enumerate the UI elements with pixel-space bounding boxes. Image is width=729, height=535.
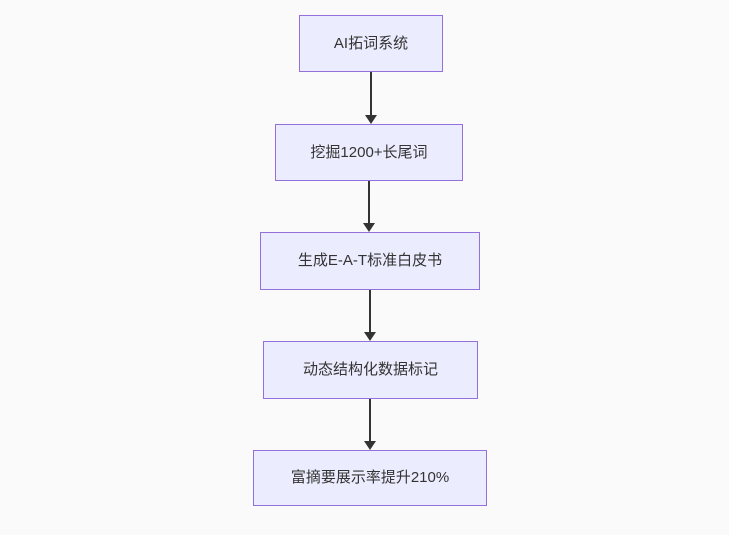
arrowhead-down-icon — [365, 115, 377, 124]
flow-edge-1 — [365, 72, 377, 124]
flow-node-longtail-mining: 挖掘1200+长尾词 — [275, 124, 463, 181]
flow-node-label: 生成E-A-T标准白皮书 — [297, 252, 443, 269]
arrowhead-down-icon — [363, 223, 375, 232]
arrowhead-down-icon — [364, 332, 376, 341]
edge-line — [369, 290, 371, 332]
flow-edge-4 — [364, 399, 376, 450]
flow-node-ai-keyword-system: AI拓词系统 — [299, 15, 443, 72]
arrowhead-down-icon — [364, 441, 376, 450]
flow-edge-3 — [364, 290, 376, 341]
flow-node-label: 富摘要展示率提升210% — [290, 469, 450, 486]
edge-line — [370, 72, 372, 115]
flow-edge-2 — [363, 181, 375, 232]
flow-node-eat-whitepaper: 生成E-A-T标准白皮书 — [260, 232, 480, 290]
flow-node-structured-data-markup: 动态结构化数据标记 — [263, 341, 478, 399]
edge-line — [369, 399, 371, 441]
flow-node-label: AI拓词系统 — [333, 34, 409, 52]
flow-node-label: 动态结构化数据标记 — [302, 361, 438, 378]
flow-node-label: 挖掘1200+长尾词 — [310, 143, 428, 161]
flow-node-rich-snippet-result: 富摘要展示率提升210% — [253, 450, 487, 506]
edge-line — [368, 181, 370, 223]
